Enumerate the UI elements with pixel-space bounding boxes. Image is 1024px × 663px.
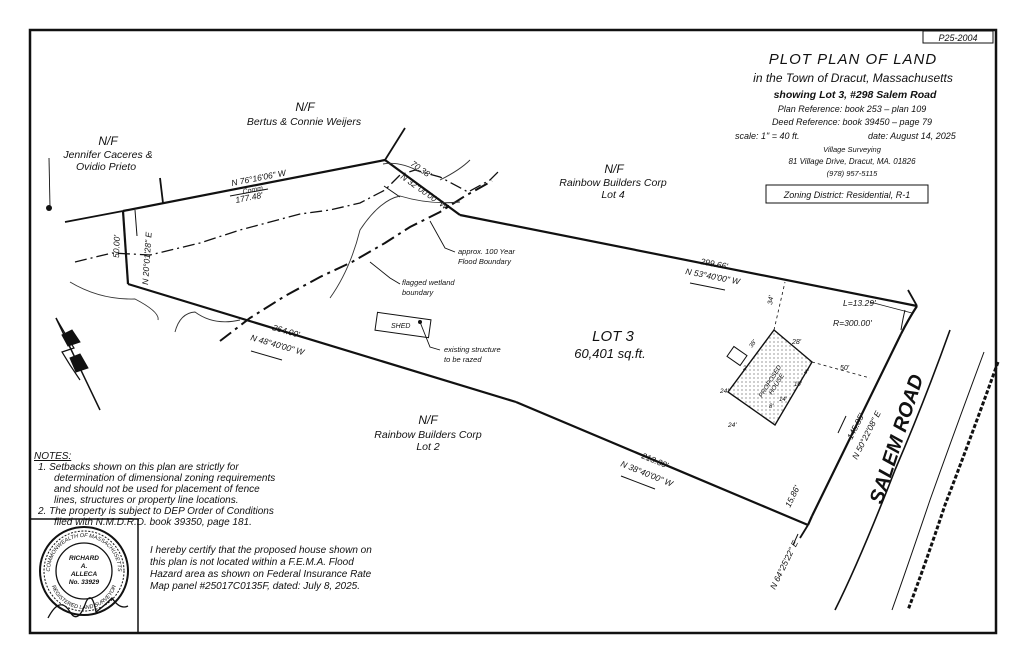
b4-dist: 50.00' xyxy=(111,234,122,258)
b8-bearing: N 64°25'22" E xyxy=(768,539,800,591)
note-2-line-1: 2. The property is subject to DEP Order … xyxy=(37,506,274,517)
lot-area: 60,401 sq.ft. xyxy=(574,346,646,361)
zoning-box xyxy=(765,184,929,204)
b8-dist: 15.86' xyxy=(783,484,802,509)
dim-28: 28' xyxy=(791,339,802,346)
zoning-text: Zoning District: Residential, R-1 xyxy=(783,190,911,200)
bearing-arrows xyxy=(134,185,847,546)
abutter-lines xyxy=(64,127,918,539)
seal-name-2: A. xyxy=(80,563,88,570)
weijers-name: Bertus & Connie Weijers xyxy=(247,116,362,128)
structure-note-2: to be razed xyxy=(444,355,482,364)
b1-dist: 177.48' xyxy=(234,190,263,205)
cert-line-4: Map panel #25017C0135F, dated: July 8, 2… xyxy=(150,581,360,592)
seal-number: No. 33929 xyxy=(69,579,100,586)
note-2-line-2: filed with N.M.D.R.D. book 39350, page 1… xyxy=(54,517,252,528)
lot2-nf: N/F xyxy=(418,413,438,427)
deed-reference: Deed Reference: book 39450 – page 79 xyxy=(772,117,932,127)
salem-road xyxy=(834,309,1000,611)
lot2-owner: Rainbow Builders Corp xyxy=(374,429,482,441)
caceres-nf: N/F xyxy=(98,134,118,148)
note-1-line-4: lines, structures or property line locat… xyxy=(54,495,239,506)
curve-length: L=13.29' xyxy=(843,298,876,308)
wetland-note-1: flagged wetland xyxy=(402,278,455,287)
signature xyxy=(47,596,129,619)
flood-note-1: approx. 100 Year xyxy=(458,247,515,256)
dim-34: 34' xyxy=(767,294,776,305)
lot4-nf: N/F xyxy=(604,162,624,176)
dim-14: 14' xyxy=(779,397,788,403)
wetland-boundary xyxy=(219,180,493,342)
property-lines xyxy=(121,158,918,527)
road-label: SALEM ROAD xyxy=(866,372,928,507)
north-arrow-icon xyxy=(55,317,101,411)
scale-text: scale: 1" = 40 ft. xyxy=(735,131,799,141)
drawing-number-box xyxy=(922,30,994,44)
caceres-name-2: Ovidio Prieto xyxy=(76,161,136,173)
seal-name-1: RICHARD xyxy=(69,555,99,562)
plan-reference: Plan Reference: book 253 – plan 109 xyxy=(778,104,927,114)
lot4-label: Lot 4 xyxy=(601,189,625,201)
shed xyxy=(374,311,432,339)
lot4-owner: Rainbow Builders Corp xyxy=(559,177,667,189)
b4-bearing: N 20°01'28" E xyxy=(140,231,154,285)
dim-24a: 24' xyxy=(719,388,729,395)
dim-8: 8' xyxy=(769,404,774,410)
seal-name-3: ALLECA xyxy=(70,571,98,578)
title-line2: in the Town of Dracut, Massachusetts xyxy=(753,71,953,85)
flood-note-2: Flood Boundary xyxy=(458,257,512,266)
contour-lines xyxy=(69,159,471,333)
notes-heading: NOTES: xyxy=(34,451,71,462)
curve-radius: R=300.00' xyxy=(833,318,872,328)
date-text: date: August 14, 2025 xyxy=(868,131,957,141)
note-1-line-1: 1. Setbacks shown on this plan are stric… xyxy=(38,462,239,473)
proposed-house xyxy=(726,281,871,427)
reference-point xyxy=(46,205,52,211)
cert-line-3: Hazard area as shown on Federal Insuranc… xyxy=(150,569,372,580)
note-1-line-2: determination of dimensional zoning requ… xyxy=(54,473,275,484)
lot-name: LOT 3 xyxy=(592,328,634,345)
b1-note: Comm. xyxy=(242,185,266,196)
title-line1: PLOT PLAN OF LAND xyxy=(769,51,937,68)
title-line3: showing Lot 3, #298 Salem Road xyxy=(774,89,937,101)
dim-4: 4' xyxy=(804,370,809,376)
shed-label: SHED xyxy=(391,323,410,330)
dim-10: 10' xyxy=(794,382,803,388)
weijers-nf: N/F xyxy=(295,100,315,114)
cert-line-2: this plan is not located within a F.E.M.… xyxy=(150,557,354,568)
structure-note-1: existing structure xyxy=(444,345,501,354)
dim-24b: 24' xyxy=(727,422,737,429)
surveyor-phone: (978) 957-5115 xyxy=(827,169,879,178)
dim-2: 2' xyxy=(742,366,748,372)
sheet-border xyxy=(28,28,998,635)
b5-dist: 264.00' xyxy=(270,322,301,340)
surveyor-address: 81 Village Drive, Dracut, MA. 01826 xyxy=(788,157,916,166)
cert-line-1: I hereby certify that the proposed house… xyxy=(150,545,372,556)
lot2-label: Lot 2 xyxy=(416,441,440,453)
wetland-note-2: boundary xyxy=(402,288,435,297)
dim-38: 38' xyxy=(749,339,759,350)
drawing-number: P25-2004 xyxy=(938,33,977,43)
note-1-line-3: and should not be used for placement of … xyxy=(54,484,260,495)
caceres-name-1: Jennifer Caceres & xyxy=(62,149,152,161)
leader-lines xyxy=(48,157,456,351)
surveyor-name: Village Surveying xyxy=(823,145,882,154)
flood-boundary xyxy=(74,169,501,263)
dim-50: 50' xyxy=(840,365,850,372)
